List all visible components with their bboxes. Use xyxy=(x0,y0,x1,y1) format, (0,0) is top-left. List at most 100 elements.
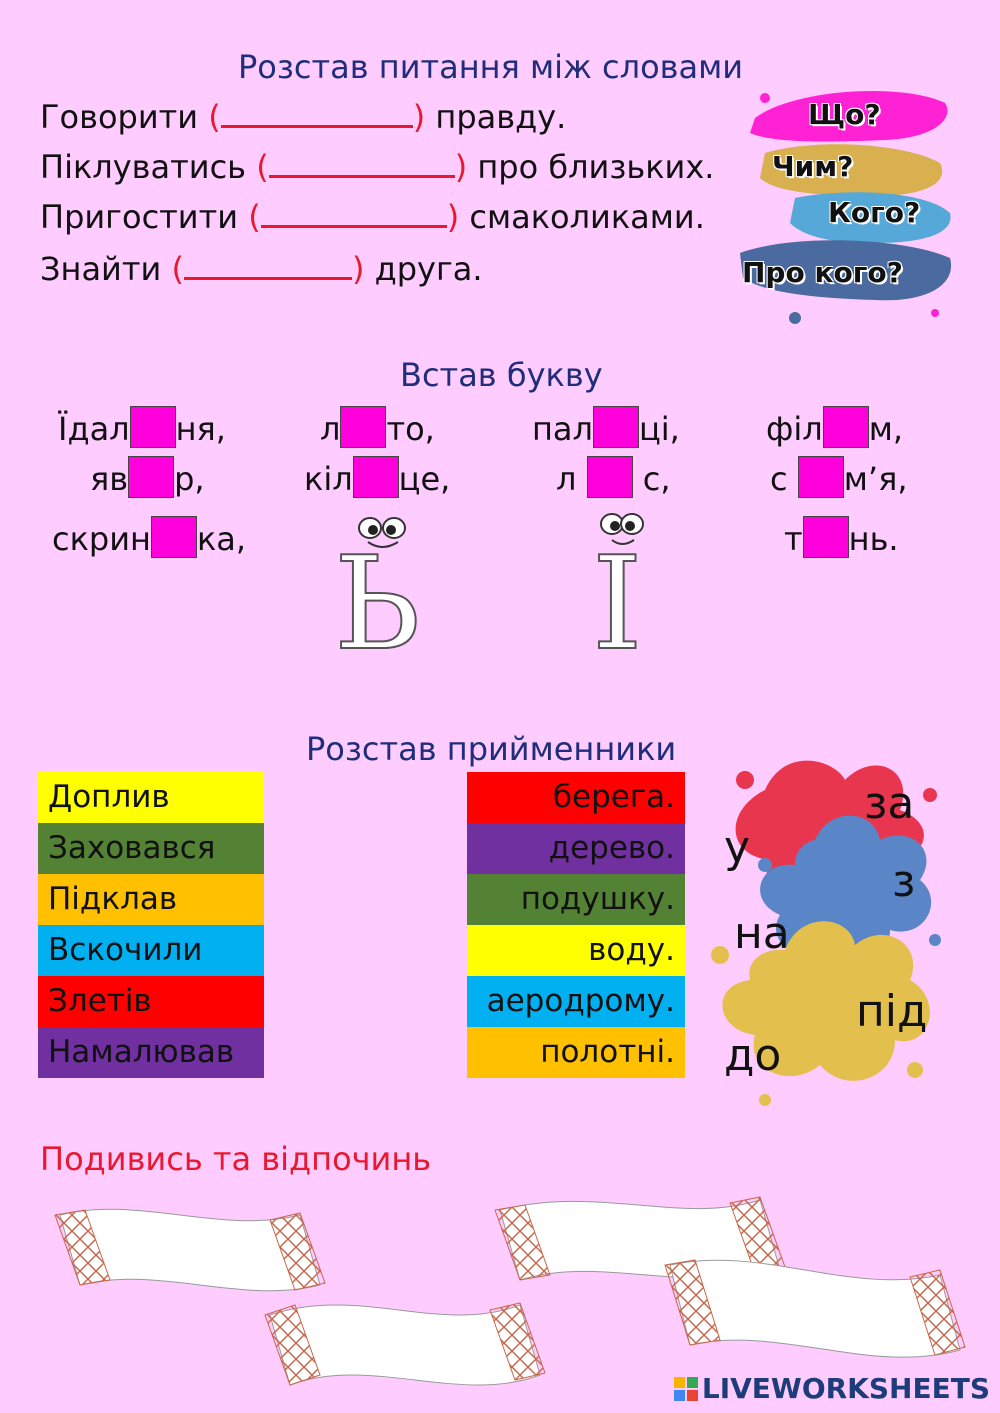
word-part: це, xyxy=(398,460,451,498)
section4-title: Подивись та відпочинь xyxy=(40,1140,432,1178)
letter-i-letter: І xyxy=(591,530,644,679)
sentence-word: Пригостити xyxy=(40,198,239,236)
letter-box[interactable] xyxy=(129,406,176,448)
open-paren: ( xyxy=(208,98,221,136)
word-part: м, xyxy=(868,410,904,448)
letter-i-eyes-icon xyxy=(600,513,644,545)
word-part: ці, xyxy=(638,410,680,448)
word-item: кіл це, xyxy=(304,456,450,498)
close-paren: ) xyxy=(412,98,426,136)
letter-box[interactable] xyxy=(128,456,175,498)
verb-text: Вскочили xyxy=(48,932,203,968)
noun-cell[interactable]: полотні. xyxy=(467,1027,685,1078)
answer-option-4[interactable]: Про кого? xyxy=(742,256,903,289)
answer-blank-3[interactable] xyxy=(260,199,447,228)
answer-blank-4[interactable] xyxy=(183,251,352,280)
sentence-word: Знайти xyxy=(40,250,162,288)
preposition-option[interactable]: до xyxy=(724,1030,782,1081)
towel-1 xyxy=(54,1208,326,1292)
splash-blue xyxy=(758,815,941,963)
noun-cell[interactable]: берега. xyxy=(467,772,685,823)
verb-text: Доплив xyxy=(48,779,170,815)
sentence-word: про близьких. xyxy=(477,148,715,186)
noun-text: берега. xyxy=(552,779,675,815)
open-paren: ( xyxy=(171,250,184,288)
liveworksheets-logo-icon xyxy=(673,1376,698,1401)
paint-stroke-lightblue xyxy=(790,192,951,243)
soft-sign-eyes-icon xyxy=(358,517,406,548)
word-item: пал ці, xyxy=(532,406,680,448)
preposition-option[interactable]: з xyxy=(892,856,916,907)
word-item: л с, xyxy=(556,456,671,498)
answer-option-1[interactable]: Що? xyxy=(808,98,881,131)
word-part: м’я, xyxy=(843,460,908,498)
sentence-word: правду. xyxy=(435,98,567,136)
paint-stroke-blue xyxy=(740,240,952,301)
verb-cell[interactable]: Намалював xyxy=(38,1027,264,1078)
paint-stroke-pink xyxy=(750,91,948,142)
verb-text: Намалював xyxy=(48,1034,235,1070)
letter-box[interactable] xyxy=(592,406,639,448)
letter-box[interactable] xyxy=(340,406,387,448)
section3-title: Розстав прийменники xyxy=(306,730,677,768)
verb-cell[interactable]: Злетів xyxy=(38,976,264,1027)
letter-box[interactable] xyxy=(150,516,197,558)
verb-cell[interactable]: Заховався xyxy=(38,823,264,874)
answer-blank-1[interactable] xyxy=(220,99,413,128)
noun-cell[interactable]: подушку. xyxy=(467,874,685,925)
noun-cell[interactable]: аеродрому. xyxy=(467,976,685,1027)
word-part: с, xyxy=(642,460,671,498)
answer-option-2[interactable]: Чим? xyxy=(772,150,854,183)
noun-cell[interactable]: воду. xyxy=(467,925,685,976)
word-part: скрин xyxy=(52,520,151,558)
word-part: Їдал xyxy=(58,410,130,448)
verbs-column: Доплив Заховався Підклав Вскочили Злетів… xyxy=(38,772,264,1078)
word-item: філ м, xyxy=(766,406,903,448)
preposition-option[interactable]: у xyxy=(724,822,751,873)
liveworksheets-brand: LIVEWORKSHEETS xyxy=(701,1372,990,1405)
verb-cell[interactable]: Доплив xyxy=(38,772,264,823)
sentence-word: Говорити xyxy=(40,98,199,136)
answer-blank-2[interactable] xyxy=(268,149,455,178)
word-part: філ xyxy=(766,410,823,448)
open-paren: ( xyxy=(248,198,261,236)
letter-i-character[interactable]: І xyxy=(591,506,672,679)
letter-box[interactable] xyxy=(797,456,844,498)
paint-drop xyxy=(760,93,770,103)
sentence-1: Говорити () правду. xyxy=(40,98,566,136)
word-part: р, xyxy=(174,460,205,498)
verb-text: Підклав xyxy=(48,881,178,917)
noun-text: воду. xyxy=(588,932,675,968)
letter-box[interactable] xyxy=(822,406,869,448)
word-part: л xyxy=(320,410,341,448)
paint-drop xyxy=(789,312,801,324)
sentence-2: Піклуватись () про близьких. xyxy=(40,148,714,186)
verb-cell[interactable]: Вскочили xyxy=(38,925,264,976)
word-part: кіл xyxy=(304,460,353,498)
sentence-word: Піклуватись xyxy=(40,148,247,186)
noun-cell[interactable]: дерево. xyxy=(467,823,685,874)
sentence-4: Знайти () друга. xyxy=(40,250,483,288)
letter-box[interactable] xyxy=(586,456,633,498)
towel-4 xyxy=(664,1259,966,1358)
answer-option-3[interactable]: Кого? xyxy=(828,196,921,229)
preposition-option[interactable]: за xyxy=(864,778,915,829)
word-part: пал xyxy=(532,410,593,448)
section1-title: Розстав питання між словами xyxy=(238,48,744,86)
liveworksheets-logo: LIVEWORKSHEETS xyxy=(673,1372,990,1405)
preposition-option[interactable]: під xyxy=(856,986,928,1037)
soft-sign-character[interactable]: Ь xyxy=(328,512,448,672)
letter-box[interactable] xyxy=(352,456,399,498)
section2-title: Встав букву xyxy=(400,356,603,394)
preposition-option[interactable]: на xyxy=(734,908,790,959)
letter-box[interactable] xyxy=(802,516,849,558)
paint-splash-decoration xyxy=(711,760,941,1106)
sentence-word: смаколиками. xyxy=(469,198,705,236)
paint-strokes-decoration xyxy=(740,91,952,324)
word-item: с м’я, xyxy=(770,456,908,498)
verb-cell[interactable]: Підклав xyxy=(38,874,264,925)
word-part: л xyxy=(556,460,577,498)
